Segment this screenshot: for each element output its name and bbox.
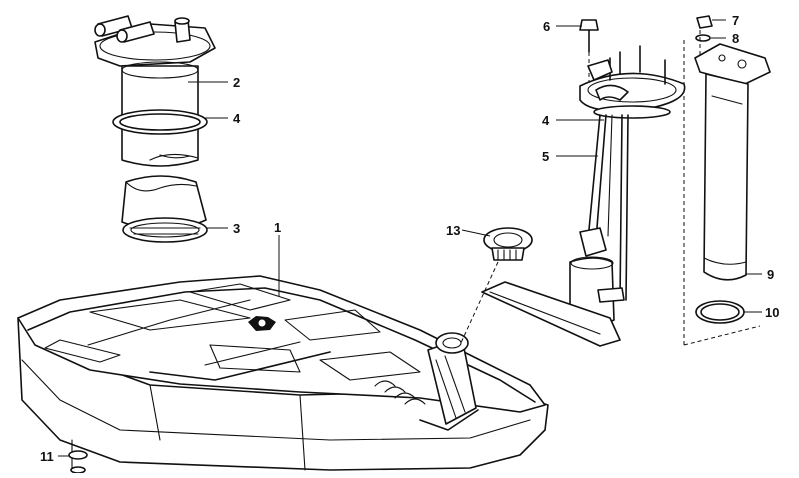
callout-labels: 2 4 3 1 4 5 6 7 8 9 10 11 13 — [40, 13, 779, 464]
callout-6: 6 — [543, 19, 550, 34]
callout-1: 1 — [274, 220, 281, 235]
callout-2: 2 — [233, 75, 240, 90]
drain-washer — [68, 450, 88, 474]
fuel-tank — [17, 275, 549, 471]
callout-10: 10 — [765, 305, 779, 320]
callout-4-left: 4 — [233, 111, 241, 126]
callout-3: 3 — [233, 221, 240, 236]
callout-7: 7 — [732, 13, 739, 28]
callout-5: 5 — [542, 149, 549, 164]
callout-4-middle: 4 — [542, 113, 550, 128]
filler-seal — [459, 227, 533, 346]
callout-11: 11 — [40, 449, 54, 464]
pump-housing — [94, 15, 216, 243]
callout-13: 13 — [446, 223, 460, 238]
leader-lines — [58, 19, 762, 457]
callout-9: 9 — [767, 267, 774, 282]
fuel-filter — [683, 15, 771, 346]
fuel-level-sender — [481, 19, 686, 347]
filler-neck — [419, 332, 479, 431]
callout-8: 8 — [732, 31, 739, 46]
